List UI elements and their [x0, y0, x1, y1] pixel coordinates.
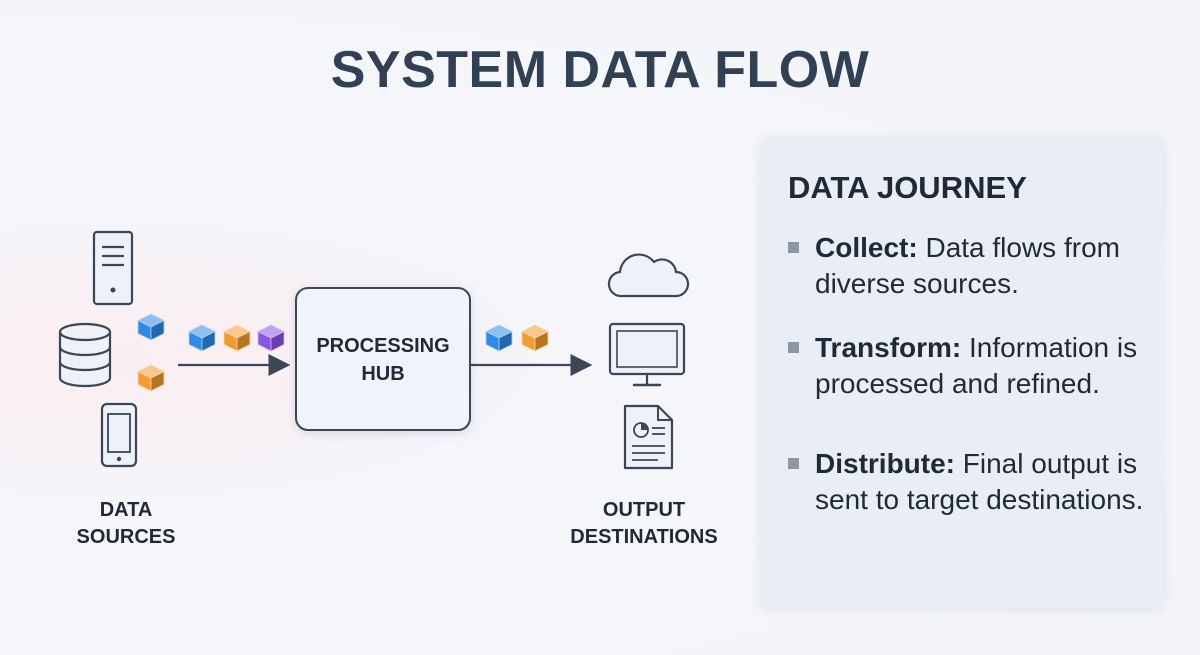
data-journey-panel: DATA JOURNEY Collect: Data flows from di… — [760, 136, 1164, 608]
monitor-icon — [608, 322, 686, 387]
processing-hub-box — [295, 287, 471, 431]
database-icon — [58, 322, 112, 388]
bullet-square — [788, 342, 799, 353]
packet-cube — [137, 364, 165, 392]
data-sources-label: DATA SOURCES — [76, 499, 176, 548]
journey-step-transform: Transform: Information is processed and … — [788, 330, 1158, 402]
packet-cube — [137, 313, 165, 341]
bullet-square — [788, 242, 799, 253]
panel-title: DATA JOURNEY — [788, 170, 1027, 205]
report-document-icon — [623, 404, 674, 470]
packet-cube — [257, 324, 285, 352]
packet-cube — [521, 324, 549, 352]
processing-hub-label: PROCESSING HUB — [316, 335, 450, 385]
packet-cube — [223, 324, 251, 352]
packet-cube — [485, 324, 513, 352]
smartphone-icon — [100, 402, 138, 468]
journey-step-collect: Collect: Data flows from diverse sources… — [788, 230, 1158, 302]
cloud-icon — [607, 253, 690, 298]
journey-step-distribute: Distribute: Final output is sent to targ… — [788, 446, 1158, 518]
output-destinations-label: OUTPUT DESTINATIONS — [570, 499, 718, 548]
packet-cube — [188, 324, 216, 352]
server-icon — [92, 230, 134, 306]
page-title: SYSTEM DATA FLOW — [330, 41, 870, 99]
bullet-square — [788, 458, 799, 469]
